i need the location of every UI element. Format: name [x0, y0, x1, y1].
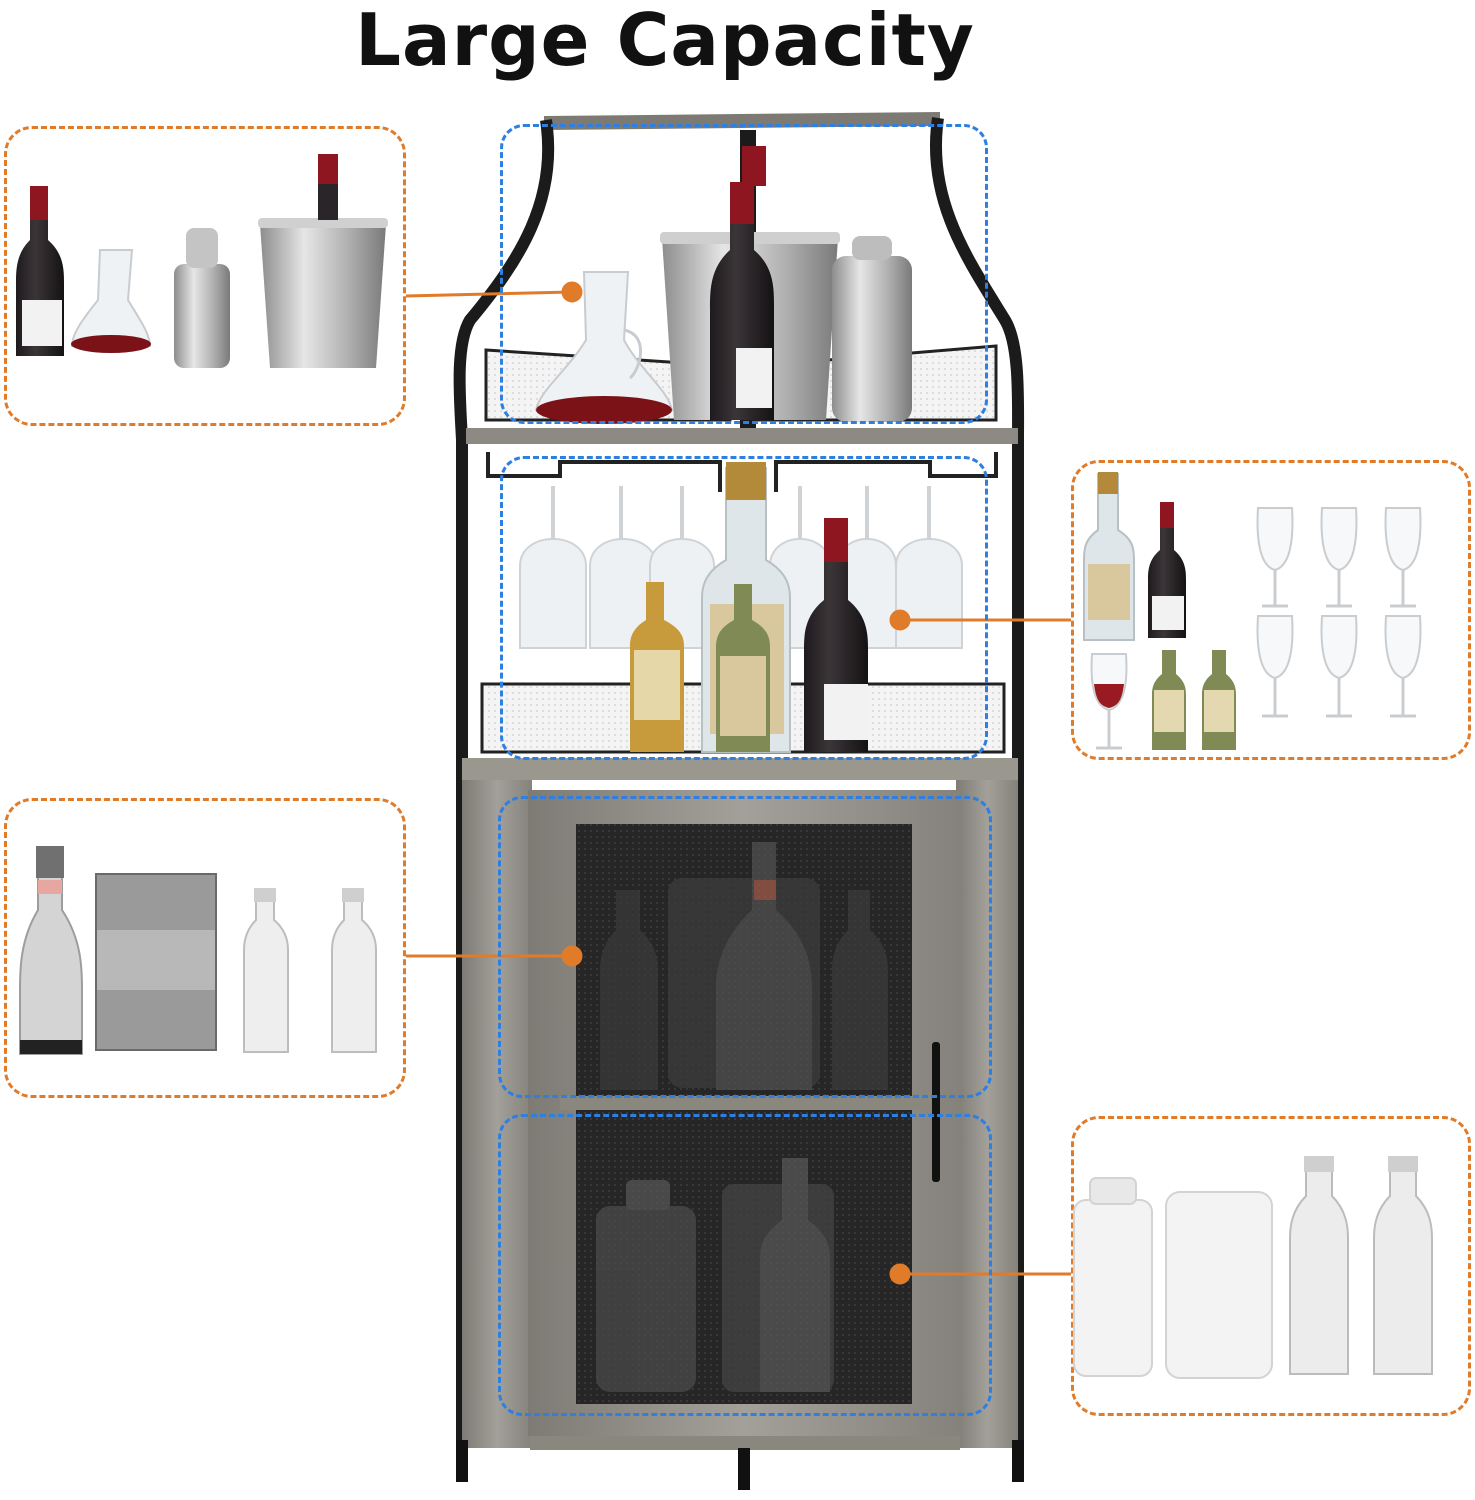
canister-icon: [95, 873, 217, 1051]
wine-glass-icon: [1256, 507, 1422, 680]
canister-icon: [1165, 1191, 1273, 1379]
callout-upper-cabinet-items: [19, 846, 377, 1055]
water-bottle-icon: [331, 888, 377, 1053]
water-bottle-icon: [1373, 1156, 1433, 1375]
wine-bottle-icon: [19, 846, 83, 1055]
liquor-bottle-icon: [1152, 650, 1186, 750]
top-shelf-items: [534, 146, 912, 424]
water-bottle-icon: [243, 888, 289, 1053]
callout-lower-cabinet-items: [1073, 1156, 1433, 1379]
upper-cabinet-items: [600, 842, 888, 1090]
callout-top-shelf-items: [16, 154, 388, 368]
canister-icon: [1073, 1177, 1153, 1377]
callout-connectors: [405, 281, 1071, 1285]
callout-glass-rack: [1071, 460, 1471, 760]
lower-cabinet-items: [596, 1158, 834, 1392]
callout-lower-cabinet: [1071, 1116, 1471, 1416]
page-title: Large Capacity: [355, 0, 975, 82]
wine-bottle-icon: [16, 186, 64, 356]
liquor-bottle-icon: [1083, 472, 1135, 641]
liquor-bottle-icon: [1202, 650, 1236, 750]
water-bottle-icon: [1289, 1156, 1349, 1375]
zone-lower-cabinet: [498, 1114, 992, 1416]
zone-glass-rack: [500, 456, 988, 760]
shaker-icon: [174, 228, 230, 368]
glass-rack-items: [519, 462, 963, 753]
decanter-icon: [70, 249, 152, 353]
callout-upper-cabinet: [4, 798, 406, 1098]
zone-top-shelf: [500, 124, 988, 424]
callout-glass-rack-items: [1083, 472, 1422, 750]
zone-upper-cabinet: [498, 796, 992, 1098]
wine-bottle-icon: [1148, 502, 1186, 638]
wine-glass-icon: [1090, 653, 1128, 750]
callout-top-shelf: [4, 126, 406, 426]
ice-bucket-icon: [258, 154, 388, 368]
